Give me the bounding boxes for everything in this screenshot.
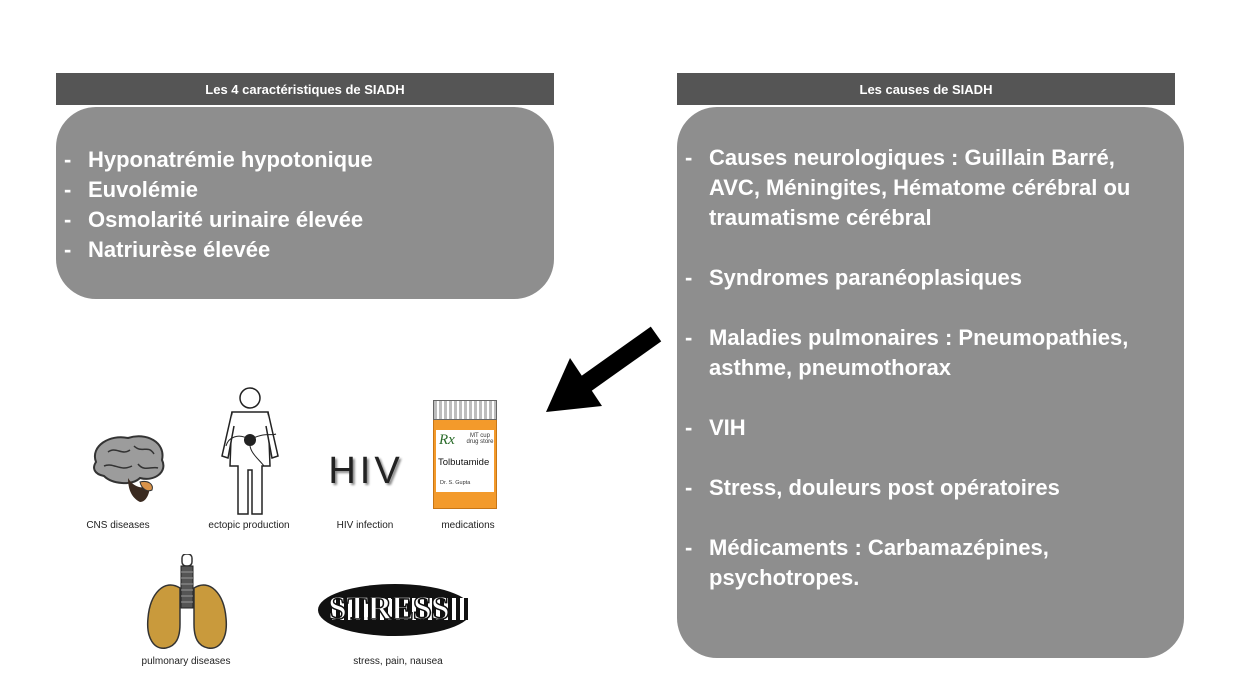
pulmonary-label: pulmonary diseases bbox=[141, 656, 231, 667]
causes-list: Causes neurologiques : Guillain Barré, A… bbox=[681, 143, 1161, 623]
list-item: Médicaments : Carbamazépines, psychotrop… bbox=[681, 533, 1161, 593]
list-item: VIH bbox=[681, 413, 1161, 443]
left-panel-title: Les 4 caractéristiques de SIADH bbox=[56, 73, 554, 105]
body-icon bbox=[221, 387, 279, 515]
pill-bottle-icon: Rx MT cup drug store Tolbutamide Dr. S. … bbox=[433, 400, 497, 509]
stress-logo: STRESS bbox=[318, 584, 472, 636]
stress-text: STRESS bbox=[327, 589, 450, 628]
list-item: Natriurèse élevée bbox=[60, 235, 373, 265]
list-item: Euvolémie bbox=[60, 175, 373, 205]
brain-icon bbox=[93, 435, 165, 502]
rx-symbol: Rx bbox=[439, 432, 455, 448]
drug-name: Tolbutamide bbox=[438, 457, 490, 468]
list-item: Maladies pulmonaires : Pneumopathies, as… bbox=[681, 323, 1161, 383]
list-item: Hyponatrémie hypotonique bbox=[60, 145, 373, 175]
doctor-name: Dr. S. Gupta bbox=[440, 480, 471, 486]
right-panel: Causes neurologiques : Guillain Barré, A… bbox=[677, 107, 1184, 658]
characteristics-list: Hyponatrémie hypotonique Euvolémie Osmol… bbox=[60, 145, 373, 265]
list-item: Syndromes paranéoplasiques bbox=[681, 263, 1161, 293]
store-name: MT cup drug store bbox=[466, 433, 494, 445]
hiv-label: HIV infection bbox=[336, 520, 394, 531]
left-panel: Hyponatrémie hypotonique Euvolémie Osmol… bbox=[56, 107, 554, 299]
hiv-text: HIV bbox=[328, 450, 404, 492]
ectopic-label: ectopic production bbox=[208, 520, 290, 531]
cns-label: CNS diseases bbox=[86, 520, 150, 531]
right-panel-title: Les causes de SIADH bbox=[677, 73, 1175, 105]
list-item: Causes neurologiques : Guillain Barré, A… bbox=[681, 143, 1161, 233]
lungs-icon bbox=[146, 554, 228, 649]
list-item: Osmolarité urinaire élevée bbox=[60, 205, 373, 235]
stress-label: stress, pain, nausea bbox=[353, 656, 443, 667]
list-item: Stress, douleurs post opératoires bbox=[681, 473, 1161, 503]
arrow-icon bbox=[546, 326, 662, 412]
medications-label: medications bbox=[441, 520, 495, 531]
